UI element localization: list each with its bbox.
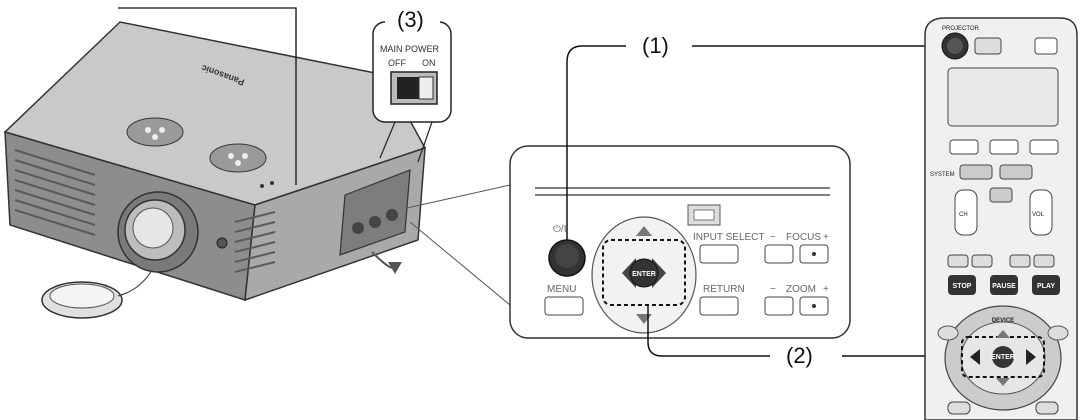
- callout-1: (1): [566, 33, 950, 240]
- zoom-plus-label: +: [823, 284, 829, 295]
- remote-ch-label: CH: [959, 212, 968, 218]
- svg-text:⏻/I: ⏻/I: [553, 224, 566, 235]
- remote-device-label: DEVICE: [992, 318, 1014, 324]
- remote-pause-button[interactable]: [990, 275, 1018, 295]
- projector-lens: [117, 191, 199, 273]
- remote-vol-rocker[interactable]: [1029, 189, 1053, 236]
- remote-skip-forward-button[interactable]: [1033, 254, 1055, 268]
- remote-small-button[interactable]: [989, 187, 1013, 203]
- panel-enter-label: ENTER: [632, 271, 656, 278]
- remote-power-button[interactable]: [941, 32, 969, 60]
- return-label: RETURN: [703, 284, 745, 295]
- focus-plus-label: +: [823, 232, 829, 243]
- remote-skip-back-button[interactable]: [947, 254, 969, 268]
- lens-shift-dial-right: [209, 143, 267, 173]
- remote-down-arrow-button[interactable]: [996, 378, 1010, 386]
- remote-pause-label: PAUSE: [992, 283, 1016, 290]
- remote-vol-label: VOL: [1032, 212, 1045, 218]
- callout-3-label: (3): [397, 7, 424, 32]
- focus-label: FOCUS: [786, 232, 821, 243]
- remote-bottom-right-button[interactable]: [1035, 401, 1059, 415]
- remote-menu-button[interactable]: [937, 325, 959, 341]
- main-power-off-label: OFF: [388, 58, 406, 68]
- remote-play-label: PLAY: [1037, 283, 1055, 290]
- input-select-label: INPUT SELECT: [693, 232, 765, 243]
- remote-softkey-2[interactable]: [989, 139, 1019, 155]
- control-panel: ⏻/I INPUT SELECT − FOCUS + MENU RETURN −…: [406, 145, 851, 339]
- panel-dpad: ENTER: [591, 216, 697, 334]
- lens-cap: [41, 269, 153, 319]
- panel-enter-button[interactable]: ENTER: [629, 258, 659, 288]
- menu-label: MENU: [547, 284, 576, 295]
- zoom-label: ZOOM: [786, 284, 816, 295]
- main-power-title: MAIN POWER: [380, 44, 440, 54]
- remote-system-right-button[interactable]: [999, 164, 1033, 180]
- remote-projector-label: PROJECTOR: [942, 26, 980, 32]
- remote-softkey-1[interactable]: [949, 139, 979, 155]
- remote-light-button[interactable]: [1034, 37, 1058, 55]
- focus-minus-button[interactable]: [764, 244, 794, 264]
- callout-1-label: (1): [642, 33, 669, 58]
- menu-button[interactable]: [544, 296, 584, 316]
- remote-enter-button[interactable]: ENTER: [991, 346, 1015, 368]
- callout-2-label: (2): [786, 343, 813, 368]
- leader-line-indicator: [118, 7, 297, 185]
- callout-2: (2): [647, 305, 932, 368]
- remote-dpad: DEVICE ENTER: [937, 305, 1069, 411]
- main-power-on-label: ON: [422, 58, 436, 68]
- panel-up-arrow-button[interactable]: [636, 226, 652, 236]
- lens-shift-dial-left: [126, 117, 184, 147]
- remote-return-button[interactable]: [1047, 325, 1069, 341]
- remote-stop-label: STOP: [953, 283, 972, 290]
- focus-minus-label: −: [770, 232, 776, 243]
- remote-system-label: SYSTEM: [930, 172, 955, 178]
- remote-softkey-3[interactable]: [1029, 139, 1059, 155]
- remote-control: PROJECTOR SYSTEM CH VOL STOP PAUSE: [924, 17, 1078, 420]
- zoom-minus-button[interactable]: [764, 296, 794, 316]
- return-button[interactable]: [699, 296, 739, 316]
- remote-stop-button[interactable]: [948, 275, 976, 295]
- panel-power-button[interactable]: [548, 239, 586, 277]
- remote-system-left-button[interactable]: [959, 164, 993, 180]
- remote-rewind-button[interactable]: [971, 254, 993, 268]
- remote-forward-button[interactable]: [1009, 254, 1031, 268]
- remote-enter-label: ENTER: [991, 354, 1015, 361]
- projector-illustration: Panasonic: [3, 7, 427, 319]
- remote-up-arrow-button[interactable]: [996, 330, 1010, 338]
- remote-left-arrow-button[interactable]: [970, 349, 980, 365]
- remote-lcd-screen: [947, 67, 1059, 127]
- zoom-minus-label: −: [770, 284, 776, 295]
- main-power-inset: (3) MAIN POWER OFF ON: [372, 7, 452, 163]
- remote-right-arrow-button[interactable]: [1026, 349, 1036, 365]
- main-power-switch: [390, 71, 438, 105]
- remote-bottom-left-button[interactable]: [947, 401, 971, 415]
- remote-ch-rocker[interactable]: [954, 189, 978, 236]
- remote-system-power-button[interactable]: [974, 37, 1002, 55]
- remote-play-button[interactable]: [1032, 275, 1060, 295]
- input-select-button[interactable]: [699, 244, 739, 264]
